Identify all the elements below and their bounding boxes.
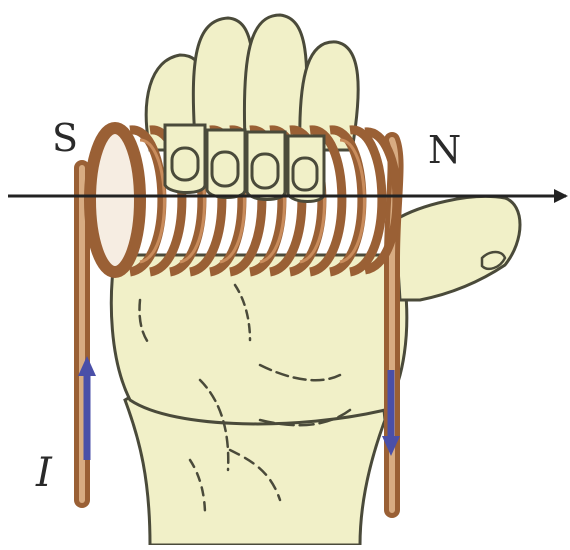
finger-ring <box>244 15 306 140</box>
thumb <box>395 197 520 300</box>
coil-end-opening <box>90 128 140 272</box>
palm <box>111 255 406 424</box>
north-pole-label: N <box>428 128 461 172</box>
south-pole-label: S <box>52 116 78 160</box>
solenoid-coil <box>90 125 397 272</box>
hand <box>111 15 520 545</box>
current-label: I <box>36 450 52 496</box>
